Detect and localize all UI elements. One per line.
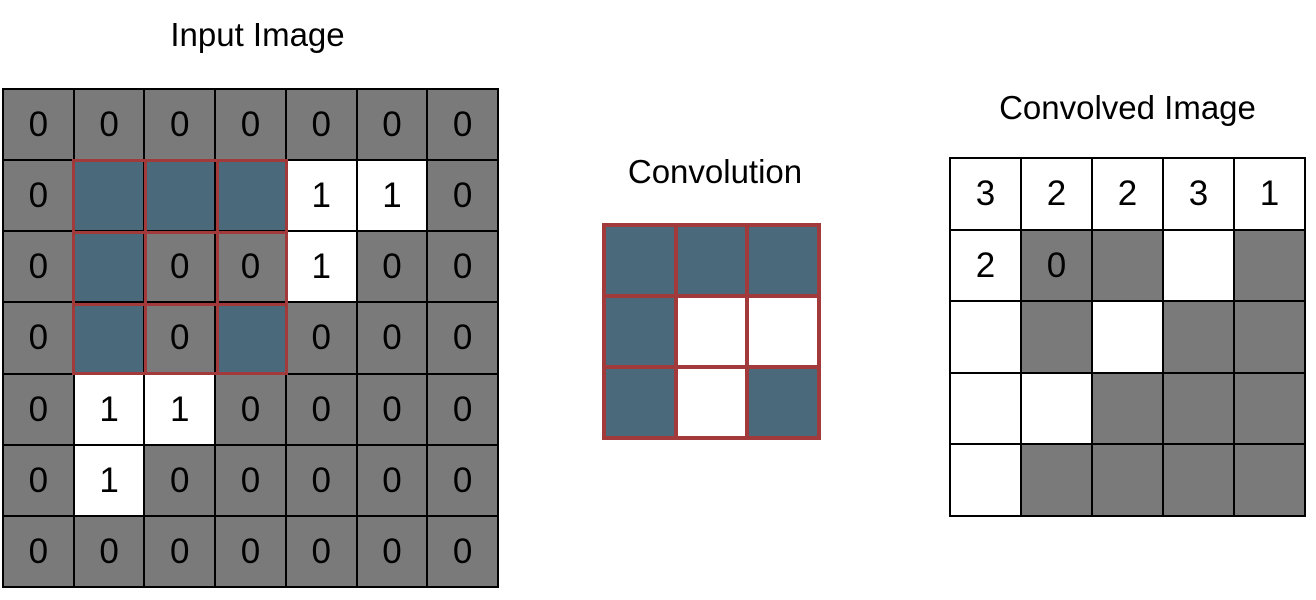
input-pixel-cell: 0 (427, 160, 498, 232)
kernel-cell (747, 367, 819, 438)
input-pixel-cell: 0 (427, 515, 498, 587)
input-pixel-cell: 1 (73, 444, 145, 516)
output-pixel-cell: 3 (1163, 158, 1234, 230)
input-pixel-cell: 0 (356, 302, 428, 374)
input-pixel-cell: 0 (144, 515, 216, 587)
output-pixel-cell (1021, 372, 1092, 445)
input-pixel-cell: 0 (427, 302, 498, 374)
input-pixel-cell: 0 (215, 373, 286, 445)
input-pixel-cell: 1 (144, 373, 216, 445)
input-pixel-cell: 0 (356, 444, 428, 516)
output-pixel-cell: 2 (1092, 158, 1163, 230)
input-pixel-cell: 0 (215, 444, 286, 516)
kernel-cell (747, 296, 819, 367)
input-pixel-cell (144, 160, 216, 232)
input-pixel-cell: 0 (3, 160, 74, 232)
kernel-cell (675, 225, 748, 296)
input-pixel-cell: 1 (356, 160, 428, 232)
kernel-cell (604, 367, 676, 438)
input-pixel-cell: 0 (356, 89, 428, 161)
output-pixel-cell (1234, 444, 1305, 516)
input-pixel-cell: 0 (215, 89, 286, 161)
input-pixel-cell: 0 (285, 89, 357, 161)
input-pixel-cell: 0 (73, 515, 145, 587)
input-pixel-cell: 0 (144, 302, 216, 374)
input-pixel-cell: 0 (427, 373, 498, 445)
output-pixel-cell (950, 372, 1021, 445)
input-pixel-cell: 0 (285, 515, 357, 587)
output-pixel-cell (1234, 301, 1305, 373)
input-pixel-cell: 0 (3, 89, 74, 161)
convolved-image-title: Convolved Image (999, 89, 1256, 126)
input-pixel-cell: 0 (215, 515, 286, 587)
input-pixel-cell: 0 (427, 444, 498, 516)
output-pixel-cell (1163, 301, 1234, 373)
input-pixel-cell: 0 (3, 444, 74, 516)
output-pixel-cell: 3 (950, 158, 1021, 230)
input-pixel-cell: 0 (3, 302, 74, 374)
output-pixel-cell (1163, 372, 1234, 445)
output-pixel-cell (1234, 372, 1305, 445)
output-pixel-cell (1092, 444, 1163, 516)
input-pixel-cell: 0 (285, 444, 357, 516)
input-pixel-cell (73, 302, 145, 374)
input-pixel-cell: 0 (3, 373, 74, 445)
output-pixel-cell (950, 444, 1021, 516)
input-pixel-cell: 0 (427, 89, 498, 161)
output-pixel-cell: 2 (1021, 158, 1092, 230)
output-pixel-cell (1021, 301, 1092, 373)
output-pixel-cell (1092, 301, 1163, 373)
input-pixel-cell: 0 (356, 373, 428, 445)
output-pixel-cell (1021, 444, 1092, 516)
input-pixel-cell: 0 (285, 373, 357, 445)
input-pixel-cell: 0 (356, 231, 428, 303)
input-image-title: Input Image (170, 16, 345, 53)
input-pixel-cell: 0 (285, 302, 357, 374)
input-pixel-cell: 0 (73, 89, 145, 161)
input-pixel-cell: 0 (144, 231, 216, 303)
input-pixel-cell: 0 (215, 231, 286, 303)
output-pixel-cell (950, 301, 1021, 373)
output-pixel-cell (1234, 229, 1305, 302)
kernel-cell (604, 225, 676, 296)
input-pixel-cell: 0 (144, 89, 216, 161)
output-pixel-cell: 0 (1021, 229, 1092, 302)
input-pixel-cell: 0 (3, 515, 74, 587)
input-pixel-cell (73, 231, 145, 303)
output-pixel-cell (1092, 372, 1163, 445)
input-pixel-cell: 1 (73, 373, 145, 445)
kernel-cell (675, 296, 748, 367)
kernel-cell (675, 367, 748, 438)
kernel-cell (747, 225, 819, 296)
input-pixel-cell: 1 (285, 231, 357, 303)
input-pixel-cell: 0 (427, 231, 498, 303)
convolution-title: Convolution (627, 153, 803, 190)
output-pixel-cell (1092, 229, 1163, 302)
input-pixel-cell: 0 (144, 444, 216, 516)
input-pixel-cell (73, 160, 145, 232)
convolution-kernel-grid (602, 223, 821, 440)
input-pixel-cell: 0 (356, 515, 428, 587)
output-pixel-cell: 1 (1234, 158, 1305, 230)
output-pixel-cell (1163, 444, 1234, 516)
output-pixel-cell: 2 (950, 229, 1021, 302)
input-pixel-cell (215, 302, 286, 374)
input-pixel-cell (215, 160, 286, 232)
output-pixel-cell (1163, 229, 1234, 302)
kernel-cell (604, 296, 676, 367)
input-pixel-cell: 1 (285, 160, 357, 232)
input-pixel-cell: 0 (3, 231, 74, 303)
